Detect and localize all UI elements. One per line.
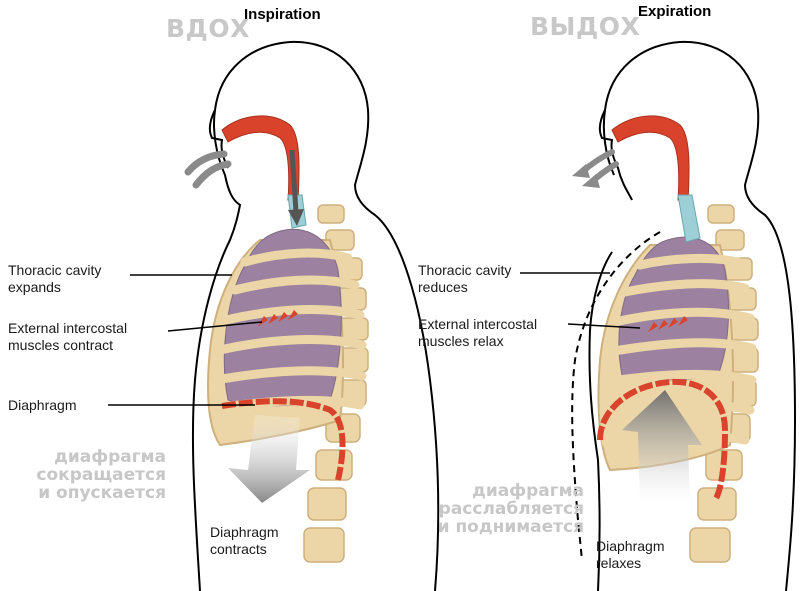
inspiration-figure [108, 40, 440, 591]
chest-outline-right [588, 251, 613, 591]
inhale-arrows [184, 150, 232, 189]
airway-right [611, 115, 690, 201]
label-muscles-contract: External intercostal muscles contract [8, 320, 128, 353]
label-cavity-reduces: Thoracic cavity reduces [418, 262, 512, 295]
airway-left [221, 115, 300, 201]
label-muscles-relax: External intercostal muscles relax [418, 316, 538, 349]
diaphragm-up-arrow [622, 390, 702, 505]
body-outline-left [191, 40, 440, 591]
body-outline-right [602, 40, 797, 591]
intercostal-arrows-right [648, 316, 688, 332]
caption-ru-inspiration: диафрагма сокращается и опускается [36, 447, 166, 503]
exhale-arrowhead-2 [582, 174, 600, 188]
leader-lines-left [108, 274, 263, 406]
intercostal-arrows-left [258, 310, 298, 326]
airflow-down-arrowhead [288, 209, 304, 226]
diaphragm-down-arrow [228, 415, 310, 503]
exhale-arrowhead-1 [572, 164, 590, 178]
face-profile-left [208, 109, 229, 169]
expiration-figure [520, 40, 797, 591]
diaphragm-left [221, 398, 346, 481]
label-diaphragm-contracts: Diaphragm contracts [210, 524, 279, 557]
expiration-title-ru: ВЫДОХ [530, 12, 641, 41]
diaphragm-right [597, 378, 729, 502]
label-diaphragm-relaxes: Diaphragm relaxes [596, 538, 665, 571]
inspiration-title-ru: ВДОХ [166, 14, 250, 43]
leader-lines-right [520, 272, 641, 329]
trachea-right [677, 194, 701, 243]
expiration-title-en: Expiration [638, 3, 712, 20]
label-diaphragm: Diaphragm [8, 397, 77, 413]
inspiration-title-en: Inspiration [244, 6, 321, 23]
previous-chest-dashed [571, 231, 661, 561]
caption-ru-expiration: диафрагма расслабляется и поднимается [437, 481, 584, 537]
label-cavity-expands: Thoracic cavity expands [8, 262, 102, 295]
airflow-down-arrow [289, 149, 299, 213]
